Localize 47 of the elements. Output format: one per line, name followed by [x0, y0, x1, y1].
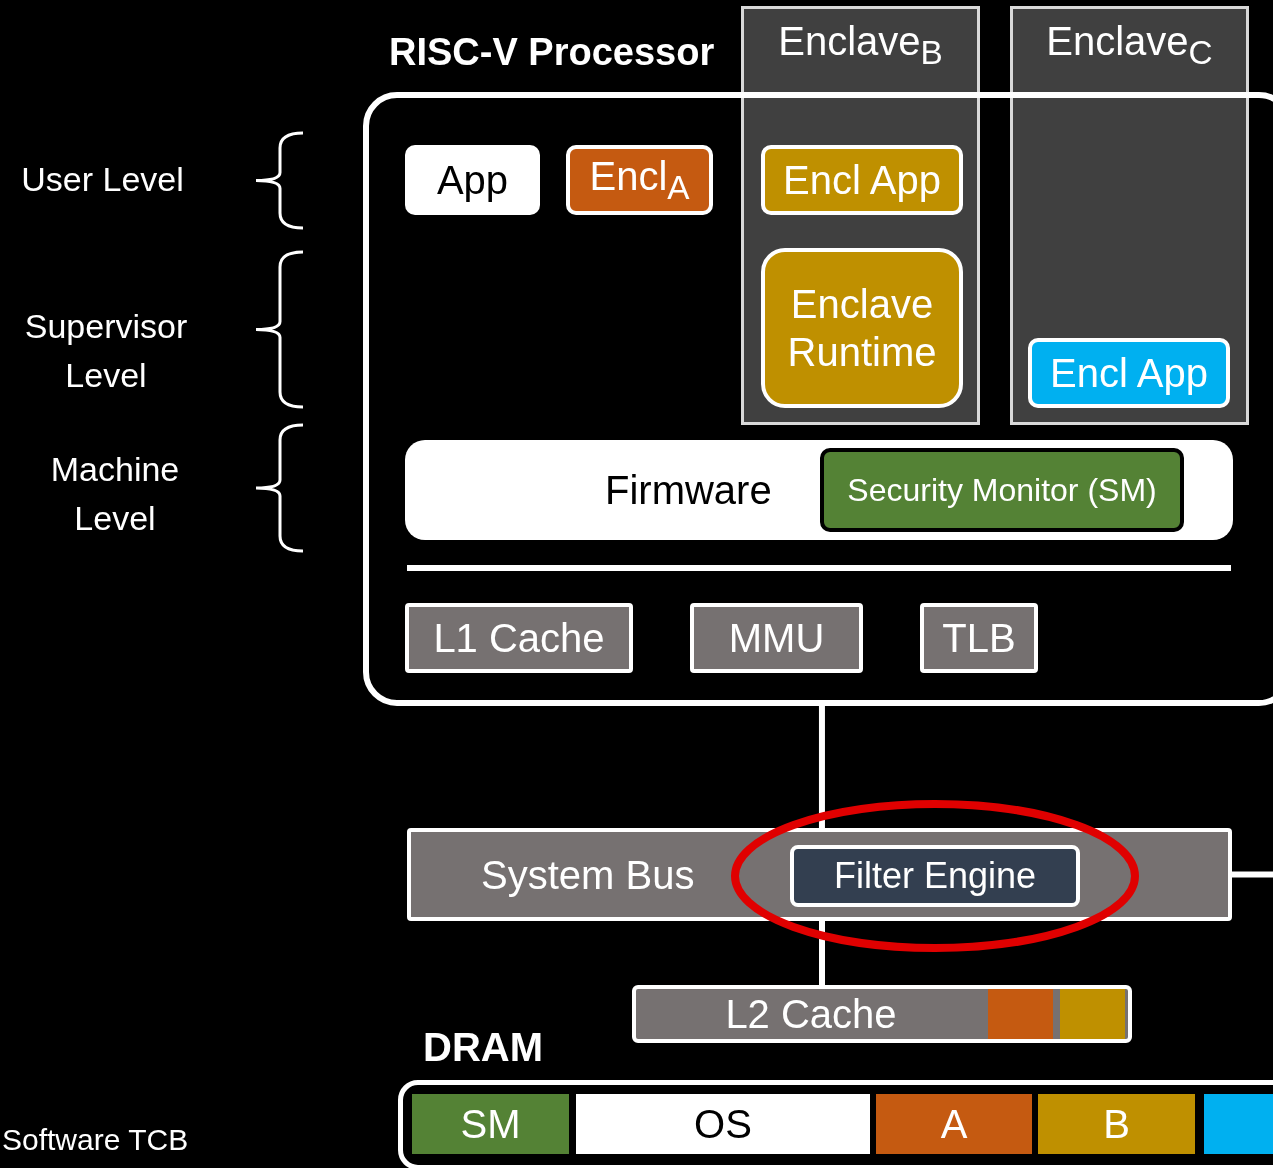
tcb-label: Software TCB — [2, 1122, 190, 1158]
level-label: Machine Level — [49, 449, 181, 540]
mmu-box — [690, 603, 863, 673]
level-label: Supervisor Level — [23, 306, 189, 397]
box-label: Encl App — [782, 157, 942, 204]
heading: RISC-V Processor — [389, 30, 715, 75]
box-label: Firmware — [605, 467, 772, 514]
box-label: MMU — [727, 615, 826, 662]
box-label: Filter Engine — [832, 854, 1038, 898]
l2-cache-box — [632, 985, 1132, 1043]
box-label: SM — [459, 1101, 522, 1148]
level-label: User Level — [20, 159, 185, 200]
security-monitor-box — [820, 448, 1184, 532]
enclave-runtime-box — [761, 248, 963, 408]
box-label: Enclave Runtime — [786, 281, 938, 376]
cache-box — [405, 603, 633, 673]
tlb-box — [920, 603, 1038, 673]
box-label: Enclave$_{B}$ — [777, 18, 944, 73]
connector-line — [818, 706, 825, 828]
box-label: L1 Cache — [432, 615, 606, 662]
box-label: L2 Cache — [724, 991, 898, 1038]
box-label: OS — [693, 1101, 753, 1148]
filter-engine-box — [790, 845, 1080, 907]
enclave-app-box — [1028, 338, 1230, 408]
box-label: Encl App — [1049, 350, 1209, 397]
memory-region — [412, 1094, 569, 1154]
region-box — [1060, 989, 1125, 1039]
box-label: Encl$_{A}$ — [588, 153, 691, 208]
memory-region — [576, 1094, 870, 1154]
box-label: B — [1102, 1101, 1131, 1148]
memory-region — [1038, 1094, 1195, 1154]
app-box — [405, 145, 540, 215]
region-box — [988, 989, 1053, 1039]
connector-line — [1232, 871, 1273, 878]
firmware-box — [405, 440, 1233, 540]
box-label: System Bus — [481, 851, 695, 899]
connector-line — [819, 921, 825, 985]
memory-region — [876, 1094, 1032, 1154]
box-label: Security Monitor (SM) — [846, 470, 1158, 510]
heading: DRAM — [423, 1024, 543, 1071]
enclave-app-box — [761, 145, 963, 215]
system-bus-box — [407, 828, 1232, 921]
box-label: TLB — [941, 615, 1017, 662]
box-label: A — [939, 1101, 969, 1148]
box-label: Enclave$_{C}$ — [1045, 18, 1214, 73]
enclave-app-box — [566, 145, 713, 215]
box-label: App — [435, 157, 510, 204]
